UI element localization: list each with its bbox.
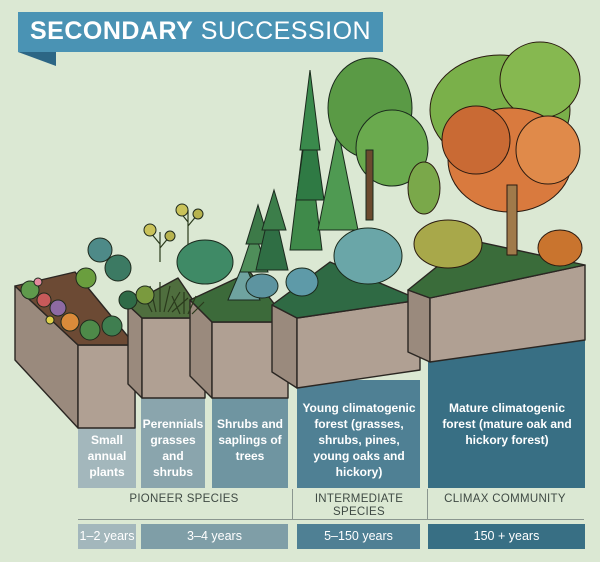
block-4 [271,261,421,389]
block-2 [127,277,206,399]
stage-label-2: Perennials grasses and shrubs [142,417,204,479]
title-bold: SECONDARY [30,17,194,45]
shrubs-saplings [176,188,289,301]
block-1-front [77,344,136,429]
stage-label-4: Young climatogenic forest (grasses, shru… [302,401,416,479]
title-light: SUCCESSION [200,17,372,45]
annual-plants [20,237,138,341]
stage-label-3: Shrubs and saplings of trees [216,417,283,463]
perennial-leaves [135,203,204,305]
group-baseline [78,519,584,520]
duration-3: 5–150 years [297,524,420,549]
duration-2: 3–4 years [141,524,288,549]
group-label-intermediate: INTERMEDIATE SPECIES [314,493,404,518]
diagram-title: SECONDARY SUCCESSION [30,17,371,46]
group-label-climax: CLIMAX COMMUNITY [444,493,566,505]
stage-label-5: Mature climatogenic forest (mature oak a… [442,401,572,447]
block-5-side [407,289,431,363]
mature-forest [407,41,583,269]
group-divider-1 [292,489,293,519]
group-label-pioneer: PIONEER SPECIES [129,493,239,505]
young-forest [285,57,429,297]
block-2-side [127,304,143,399]
group-divider-2 [427,489,428,519]
stage-label-1: Small annual plants [87,433,127,479]
title-banner-fold [18,52,56,66]
title-banner [18,12,383,52]
duration-4: 150 + years [428,524,585,549]
duration-1: 1–2 years [78,524,136,549]
stage-5-column [428,338,585,488]
stage-4-column [297,380,420,488]
